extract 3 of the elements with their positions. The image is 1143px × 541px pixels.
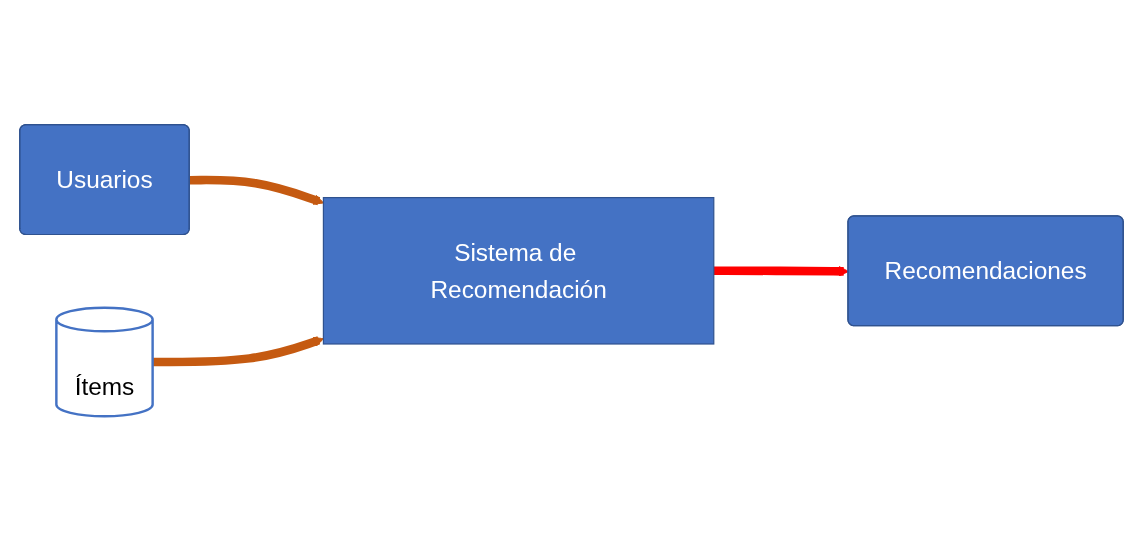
arrow (152, 336, 324, 367)
node-box: Sistema de Recomendación (322, 197, 715, 345)
arrow (189, 175, 324, 206)
